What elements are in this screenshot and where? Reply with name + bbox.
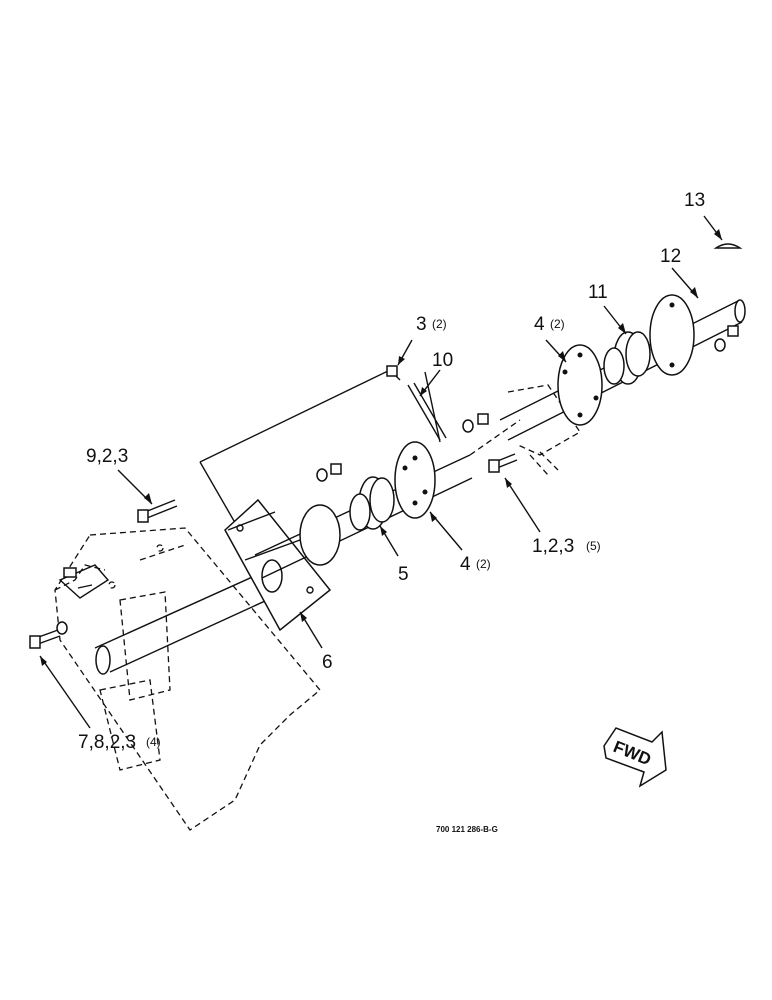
small-bracket [58, 564, 110, 599]
lower-bearing [349, 476, 395, 531]
callout-5: 5 [398, 564, 409, 585]
upper-bearing [603, 331, 651, 385]
forward-direction-badge: FWD [603, 727, 667, 788]
callout-13: 13 [684, 190, 705, 211]
callout-3: 3 [416, 314, 427, 335]
lower-flange-bearing [299, 441, 436, 566]
callout-7-8-2-3-qty: (4) [146, 735, 161, 749]
upper-flange-bearing [557, 344, 603, 426]
callout-1-2-3: 1,2,3 [532, 536, 574, 557]
callout-6: 6 [322, 652, 333, 673]
upper-outer-flange [649, 294, 695, 376]
key-part [713, 243, 743, 249]
bolts [29, 453, 518, 649]
callout-4-lower: 4 [460, 554, 471, 575]
callout-arrows [39, 215, 723, 729]
callout-11: 11 [588, 282, 608, 303]
callout-labels: 13 12 11 4 (2) 3 (2) 10 9,2,3 1,2,3 (5) … [78, 190, 705, 753]
threaded-rod [386, 365, 447, 441]
callout-9-2-3: 9,2,3 [86, 446, 128, 467]
callout-4-upper: 4 [534, 314, 545, 335]
callout-4-upper-qty: (2) [550, 317, 565, 331]
callout-4-lower-qty: (2) [476, 557, 491, 571]
nuts-washers [56, 325, 739, 635]
callout-7-8-2-3: 7,8,2,3 [78, 732, 136, 753]
callout-10: 10 [432, 350, 453, 371]
callout-3-qty: (2) [432, 317, 447, 331]
bearing-mount-plate [224, 498, 332, 632]
callout-12: 12 [660, 246, 681, 267]
drawing-reference: 700 121 286-B-G [436, 825, 498, 834]
callout-1-2-3-qty: (5) [586, 539, 601, 553]
upper-bracket [507, 384, 581, 476]
